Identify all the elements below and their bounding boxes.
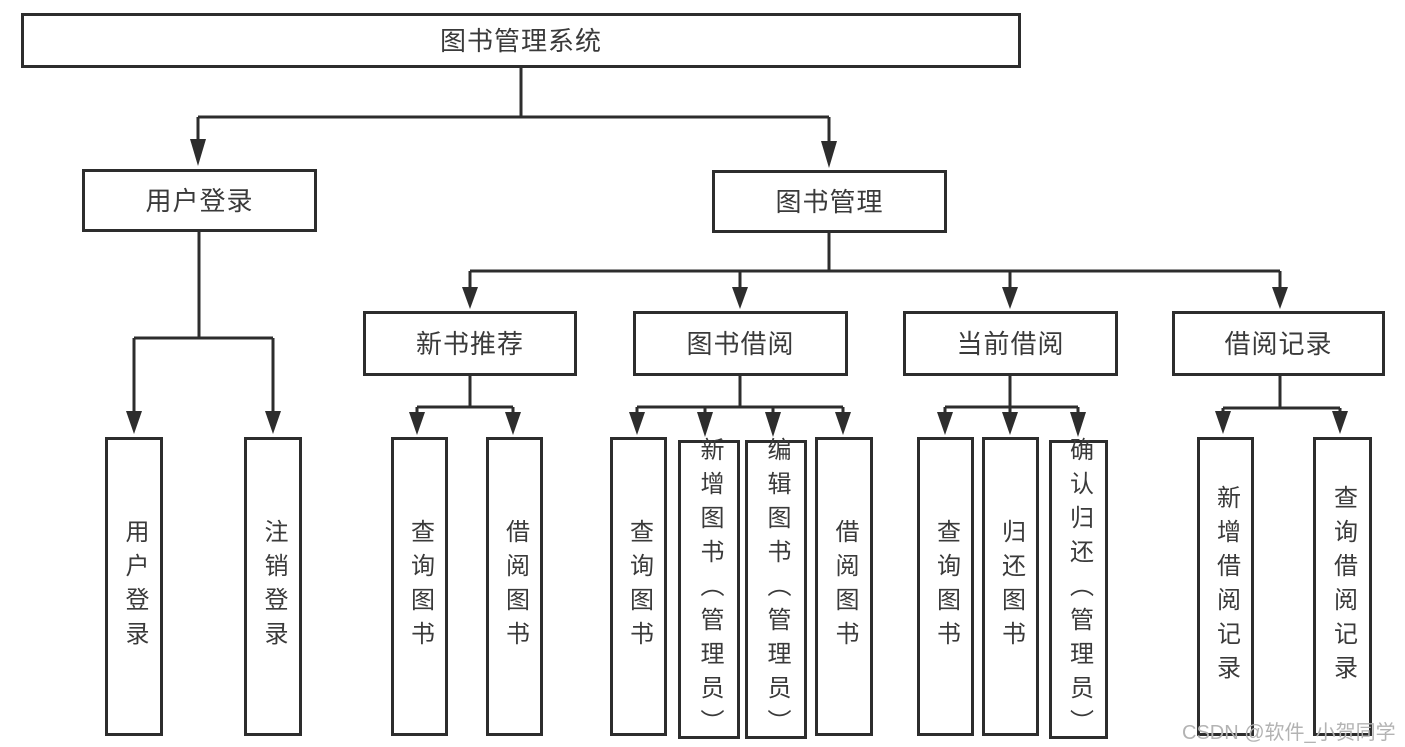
arrow-down-icon [265,411,281,434]
leaf-user-login: 用户登录 [105,437,163,736]
node-book-management: 图书管理 [712,170,947,233]
leaf-query-books-3: 查询图书 [917,437,974,736]
leaf-user-login-label: 用户登录 [121,518,148,655]
leaf-query-books-1: 查询图书 [391,437,448,736]
node-user-login-label: 用户登录 [145,185,254,216]
arrow-down-icon [505,412,521,435]
arrow-down-icon [937,412,953,435]
node-book-borrowing: 图书借阅 [633,311,848,376]
leaf-query-books-2-label: 查询图书 [625,518,653,655]
leaf-confirm-return-admin-label: 确认归还（管理员） [1065,436,1093,743]
arrow-down-icon [732,287,748,309]
leaf-borrow-books-2-label: 借阅图书 [831,518,858,655]
arrow-down-icon [190,139,206,166]
node-current-borrowing-label: 当前借阅 [956,328,1065,359]
leaf-query-books-1-label: 查询图书 [406,518,434,655]
leaf-borrow-books-1: 借阅图书 [486,437,543,736]
leaf-confirm-return-admin: 确认归还（管理员） [1049,437,1108,743]
leaf-query-books-3-label: 查询图书 [932,518,960,655]
node-borrowing-records: 借阅记录 [1172,311,1385,376]
leaf-edit-book-admin: 编辑图书（管理员） [745,437,807,743]
arrow-down-icon [835,412,851,435]
leaf-borrow-books-2: 借阅图书 [815,437,873,736]
leaf-borrow-books-1-label: 借阅图书 [501,518,529,655]
leaf-add-book-admin-label: 新增图书（管理员） [696,436,723,743]
leaf-logout-label: 注销登录 [260,518,287,655]
node-root-label: 图书管理系统 [439,25,602,56]
arrow-down-icon [821,141,837,168]
node-book-borrowing-label: 图书借阅 [686,328,795,359]
watermark: CSDN @软件_小贺同学 [1182,722,1396,744]
leaf-return-book-label: 归还图书 [997,518,1025,655]
node-new-book-recommendation: 新书推荐 [363,311,577,376]
node-new-book-recommendation-label: 新书推荐 [415,328,524,359]
leaf-query-borrow-record: 查询借阅记录 [1313,437,1372,736]
arrow-down-icon [1002,287,1018,309]
node-book-management-label: 图书管理 [775,186,884,217]
leaf-add-borrow-record-label: 新增借阅记录 [1212,484,1240,689]
leaf-edit-book-admin-label: 编辑图书（管理员） [763,436,790,743]
leaf-logout: 注销登录 [244,437,302,736]
leaf-query-borrow-record-label: 查询借阅记录 [1329,484,1357,689]
arrow-down-icon [1002,412,1018,435]
arrow-down-icon [1332,411,1348,434]
arrow-down-icon [462,287,478,309]
leaf-query-books-2: 查询图书 [610,437,667,736]
arrow-down-icon [1215,411,1231,434]
leaf-add-book-admin: 新增图书（管理员） [678,437,740,743]
leaf-return-book: 归还图书 [982,437,1039,736]
node-borrowing-records-label: 借阅记录 [1224,328,1333,359]
arrow-down-icon [629,412,645,435]
node-current-borrowing: 当前借阅 [903,311,1118,376]
node-user-login: 用户登录 [82,169,317,232]
arrow-down-icon [765,412,781,437]
leaf-add-borrow-record: 新增借阅记录 [1197,437,1254,736]
arrowheads [126,139,1348,437]
arrow-down-icon [1272,287,1288,309]
arrow-down-icon [409,412,425,435]
arrow-down-icon [126,411,142,434]
node-root: 图书管理系统 [21,13,1021,68]
arrow-down-icon [697,412,713,437]
arrow-down-icon [1070,412,1086,437]
